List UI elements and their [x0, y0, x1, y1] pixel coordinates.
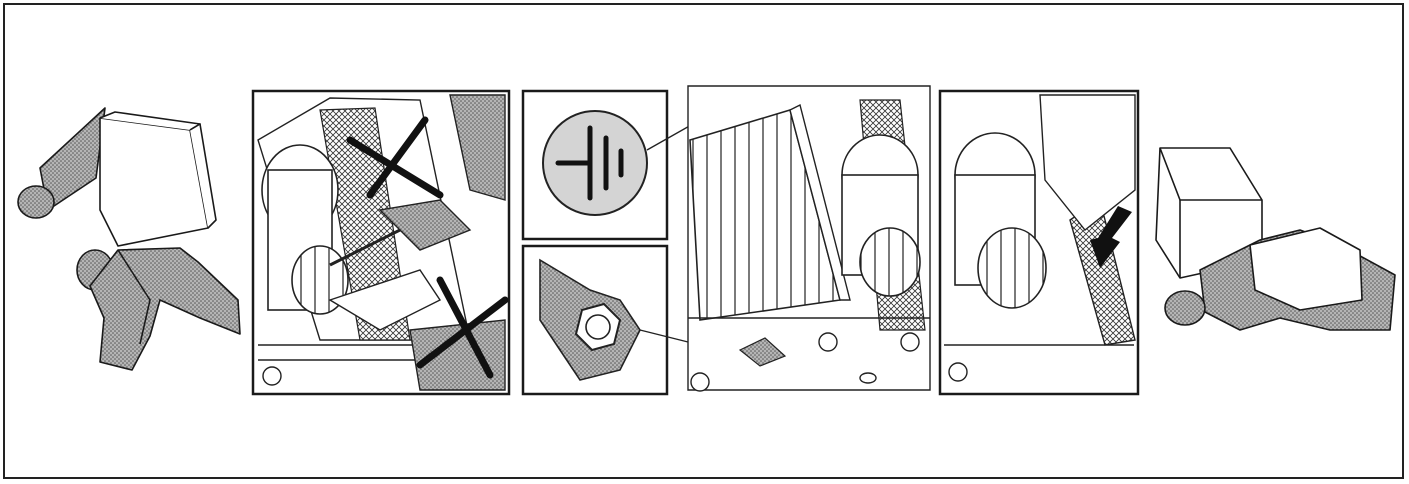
- person-lifting-unit-figure: [18, 108, 240, 370]
- panel-unit-open: [688, 86, 930, 391]
- panel-filter-insert: [940, 91, 1138, 394]
- panel-clean-wheel-prohibited: [253, 91, 509, 394]
- person-lowering-unit-figure: [1156, 148, 1395, 330]
